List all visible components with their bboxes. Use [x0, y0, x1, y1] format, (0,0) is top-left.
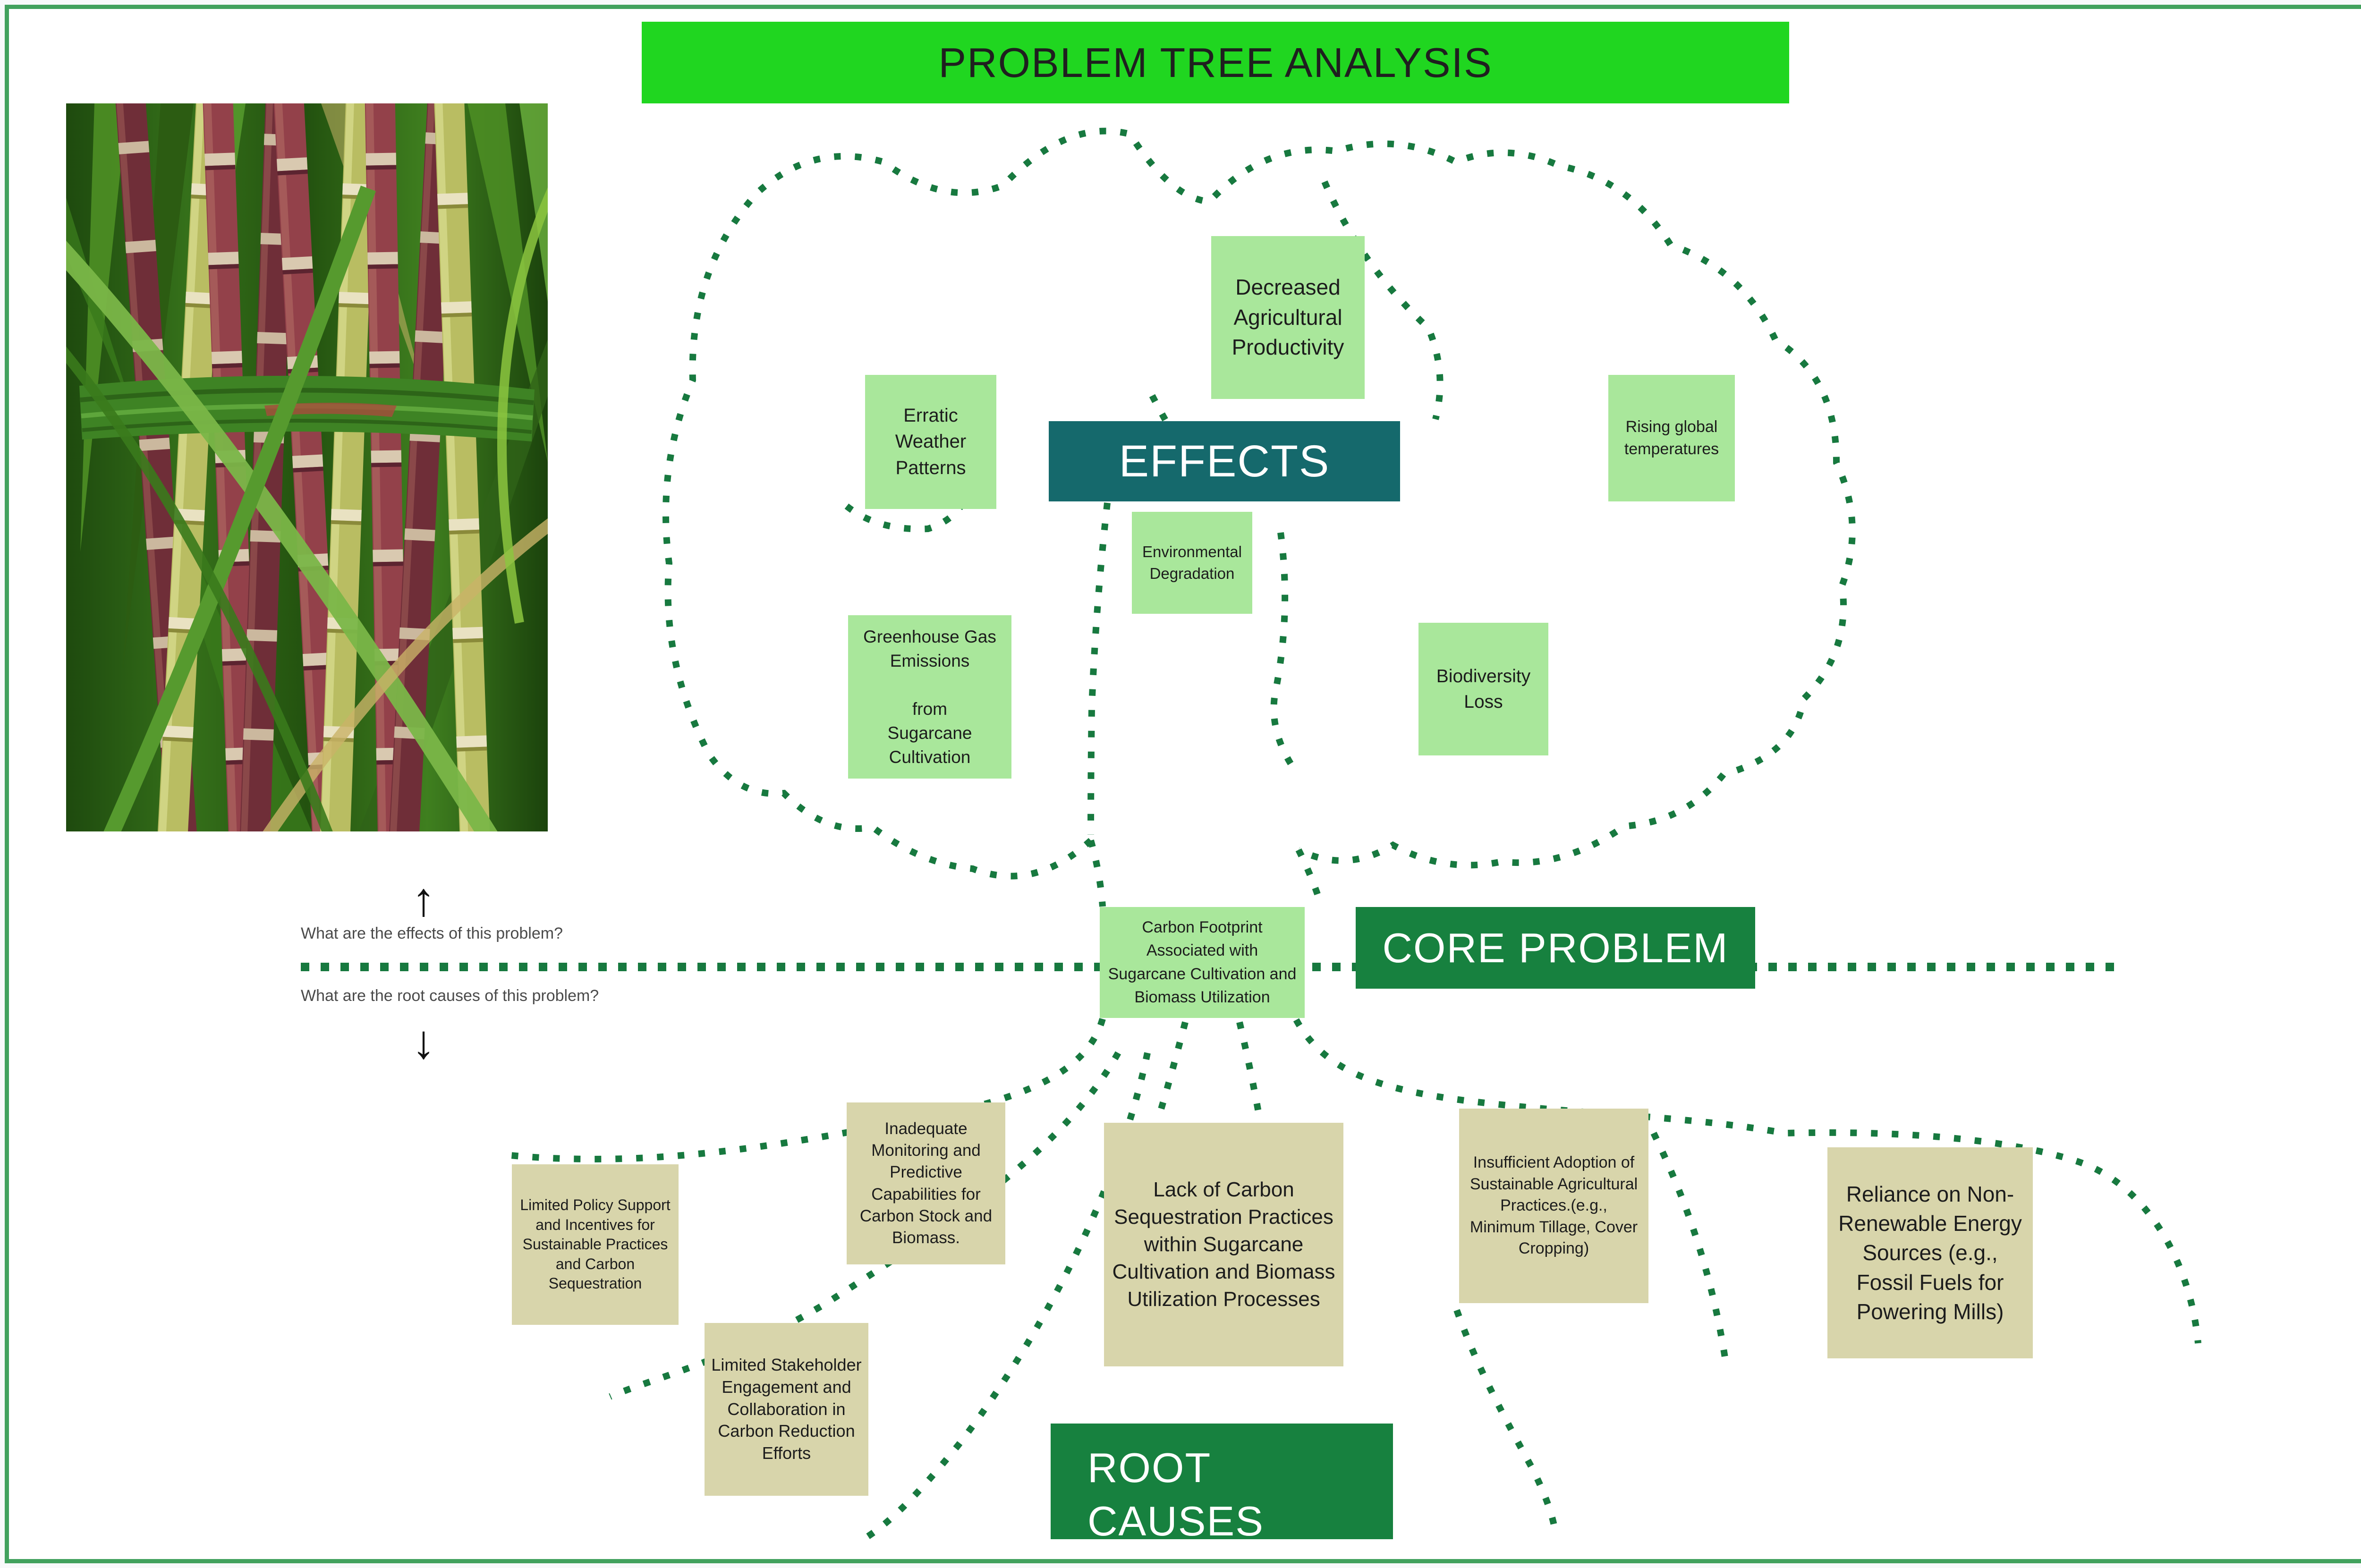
root-causes-section-label: ROOT CAUSES: [1051, 1424, 1393, 1544]
effect-note-biodiversity-loss: Biodiversity Loss: [1418, 623, 1548, 755]
effect-note-decreased-agricultural-productivity: Decreased Agricultural Productivity: [1211, 236, 1365, 399]
effects-section-label: EFFECTS: [1049, 421, 1400, 501]
question-root-causes: What are the root causes of this problem…: [301, 987, 599, 1005]
core-problem-section-label: CORE PROBLEM: [1356, 907, 1755, 989]
foreground-leaves: [66, 186, 548, 831]
down-arrow: ↓: [412, 1016, 435, 1068]
question-effects: What are the effects of this problem?: [301, 924, 563, 942]
root-cause-note-lack-of-carbon-sequestration: Lack of Carbon Sequestration Practices w…: [1104, 1123, 1343, 1366]
root-causes-label-text: ROOT CAUSES: [1087, 1444, 1264, 1544]
effect-note-greenhouse-gas-emissions: Greenhouse Gas Emissions from Sugarcane …: [848, 615, 1011, 779]
effect-note-rising-global-temperatures: Rising global temperatures: [1608, 375, 1735, 501]
root-cause-note-insufficient-adoption: Insufficient Adoption of Sustainable Agr…: [1459, 1109, 1648, 1303]
root-cause-note-limited-policy-support: Limited Policy Support and Incentives fo…: [512, 1164, 679, 1325]
page-title: PROBLEM TREE ANALYSIS: [938, 39, 1493, 86]
root-cause-note-reliance-non-renewable: Reliance on Non-Renewable Energy Sources…: [1827, 1147, 2033, 1358]
page-title-banner: PROBLEM TREE ANALYSIS: [642, 22, 1789, 103]
core-problem-label-text: CORE PROBLEM: [1382, 924, 1729, 971]
effect-note-environmental-degradation: Environmental Degradation: [1132, 512, 1252, 614]
up-arrow: ↑: [412, 873, 435, 926]
root-cause-note-limited-stakeholder-engagement: Limited Stakeholder Engagement and Colla…: [705, 1323, 868, 1496]
core-problem-note: Carbon Footprint Associated with Sugarca…: [1100, 907, 1305, 1018]
effect-note-erratic-weather-patterns: Erratic Weather Patterns: [865, 375, 996, 509]
sugarcane-photo: [66, 103, 548, 831]
root-cause-note-inadequate-monitoring: Inadequate Monitoring and Predictive Cap…: [847, 1102, 1005, 1264]
effects-label-text: EFFECTS: [1119, 436, 1330, 486]
